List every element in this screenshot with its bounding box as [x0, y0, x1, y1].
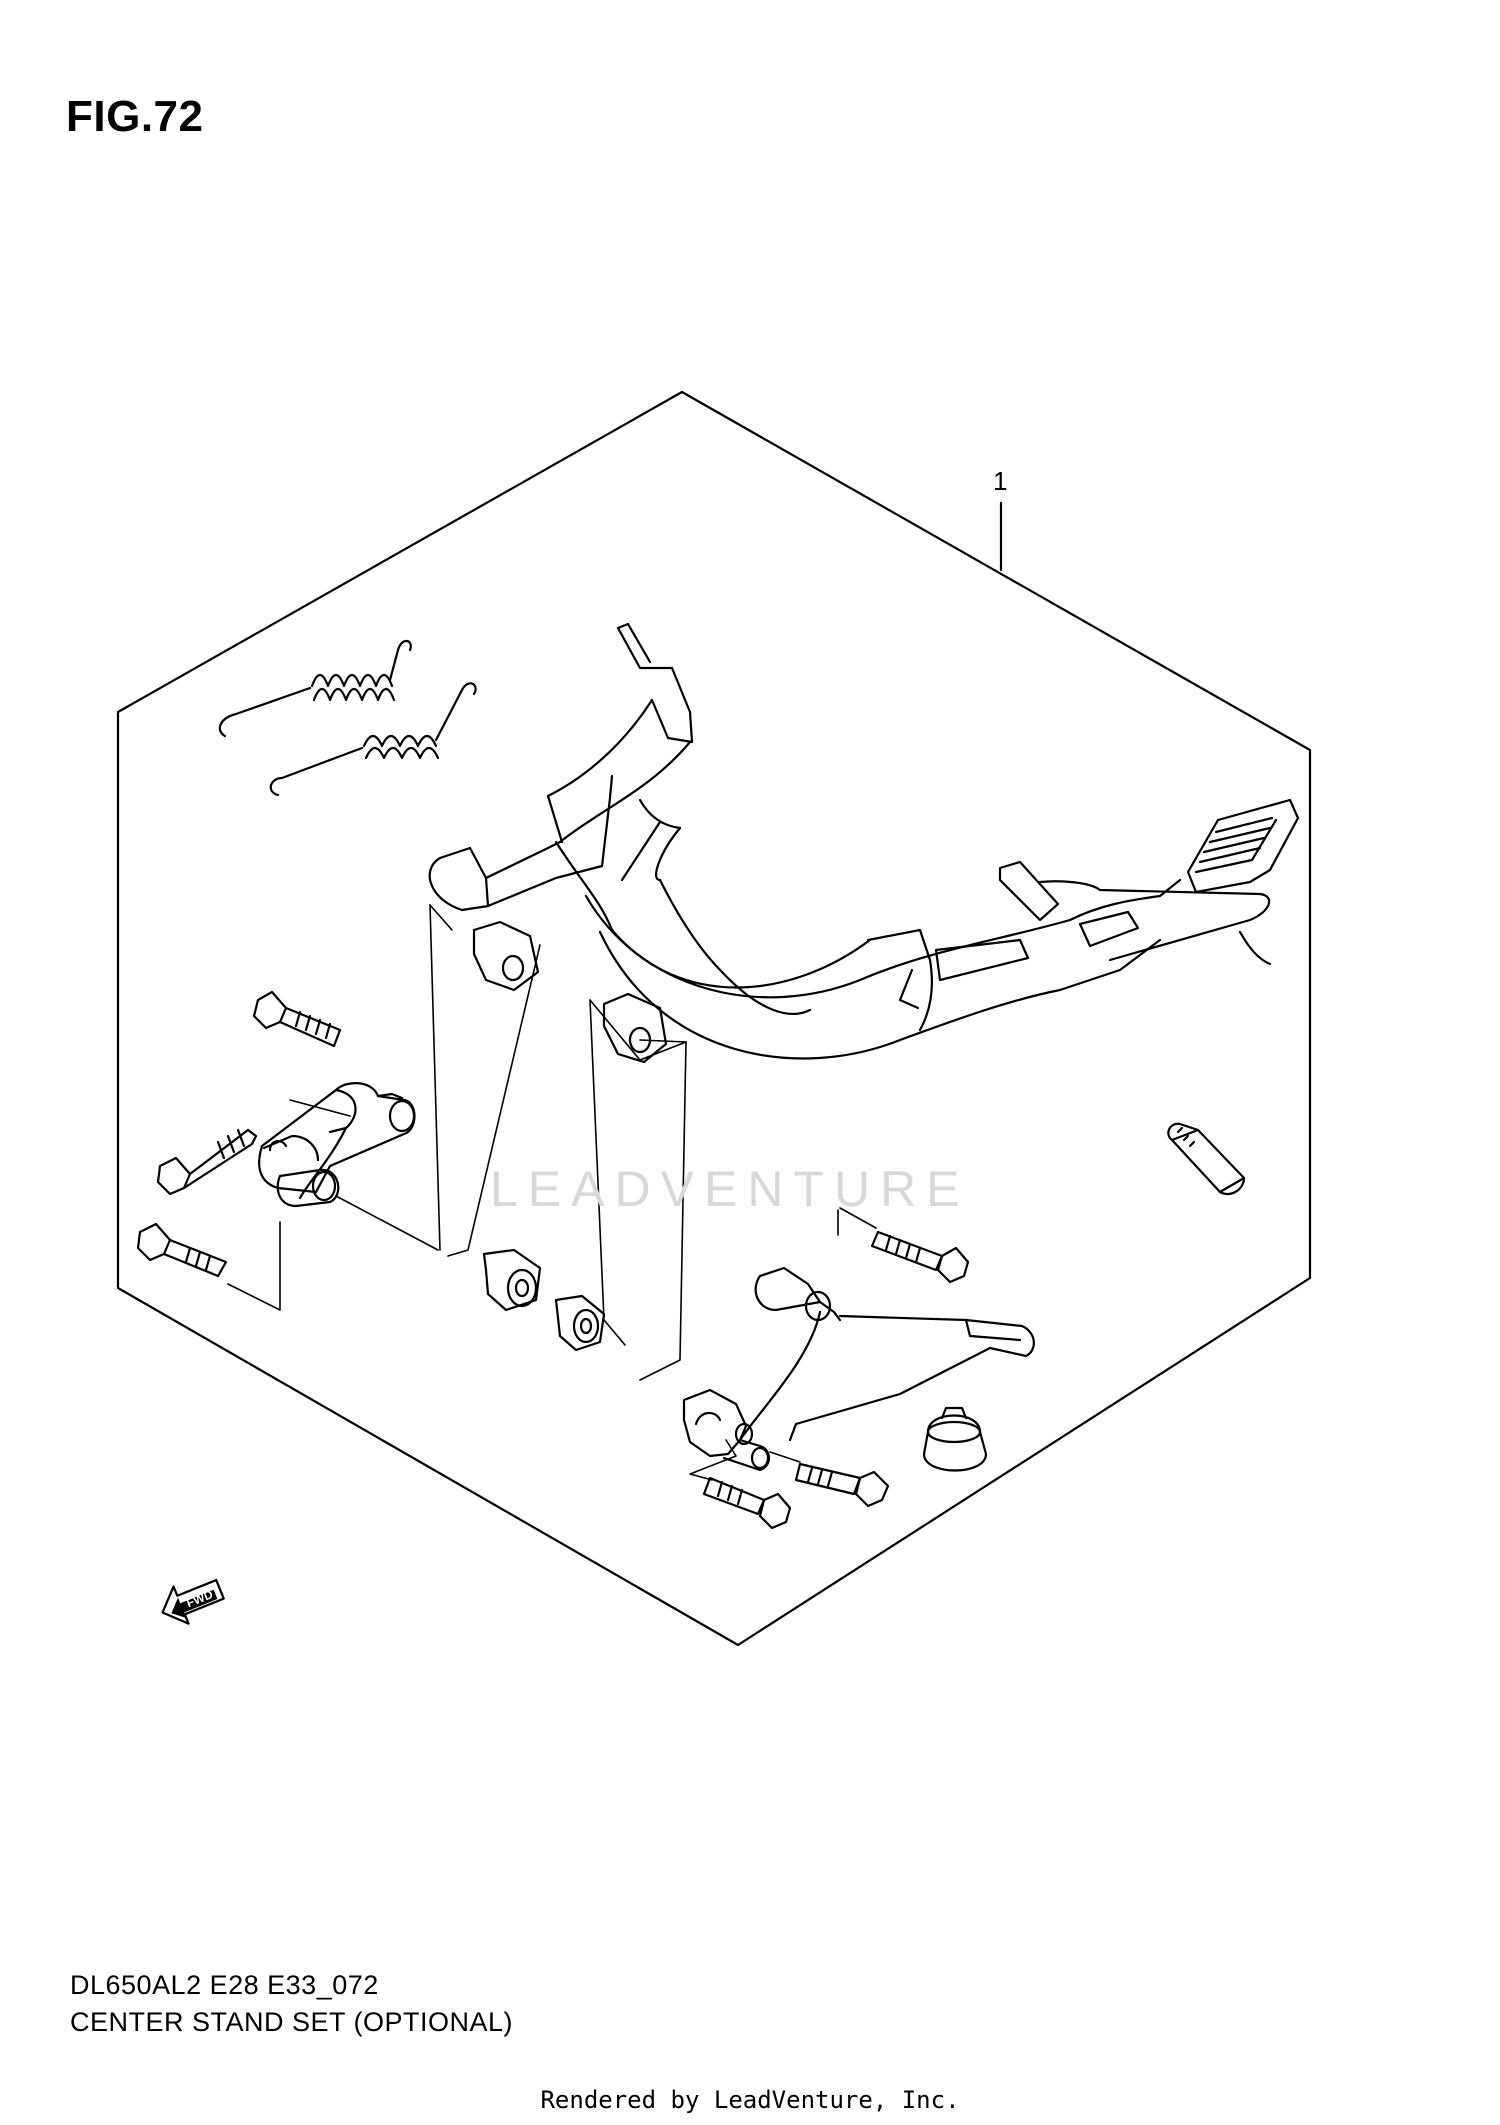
assembly-guide-lines [690, 1440, 800, 1480]
bolt-icon [138, 1224, 226, 1276]
model-code: DL650AL2 E28 E33_072 [70, 1970, 379, 2000]
bolt-icon [796, 1464, 888, 1506]
fwd-arrow-icon: FWD [155, 1571, 227, 1631]
kit-boundary-hexagon [118, 392, 1310, 1645]
pivot-boss-icon [474, 922, 666, 1062]
collar-icon [556, 1296, 604, 1350]
center-stand-frame-icon [430, 624, 1298, 1059]
bolt-icon [254, 992, 340, 1046]
right-bracket-icon [684, 1268, 1034, 1470]
left-bracket-icon [259, 1083, 414, 1206]
callout-label-1: 1 [993, 466, 1008, 496]
bolt-icon [704, 1478, 790, 1528]
bolt-icon [158, 1130, 256, 1194]
rubber-stopper-icon [924, 1408, 986, 1471]
assembly-guide-lines [228, 905, 876, 1380]
diagram-caption: CENTER STAND SET (OPTIONAL) [70, 2007, 514, 2037]
figure-title: FIG.72 [66, 92, 204, 141]
spring-icon [271, 683, 476, 795]
collar-icon [484, 1250, 540, 1310]
pin-icon [1168, 1124, 1244, 1194]
spring-icon [220, 641, 411, 736]
rendered-by-credit: Rendered by LeadVenture, Inc. [540, 2086, 960, 2114]
watermark: LEADVENTURE [490, 1161, 970, 1217]
bolt-icon [872, 1232, 968, 1282]
